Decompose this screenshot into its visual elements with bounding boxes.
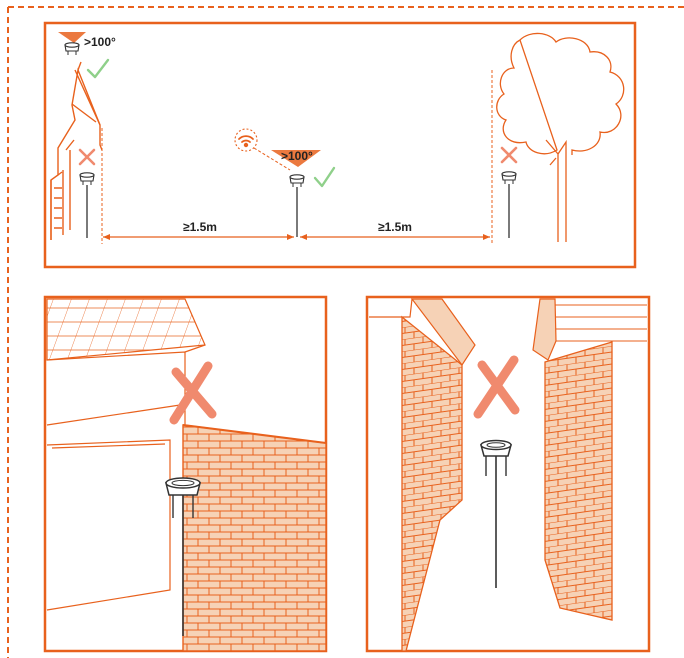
check-icon (86, 58, 110, 79)
post-near-tree (500, 146, 518, 238)
distance-left: ≥1.5m (103, 220, 294, 240)
roof-sensor: >100° (58, 32, 116, 79)
cross-icon (78, 148, 96, 166)
top-panel: >100° >100° (43, 21, 637, 269)
sensor-post (165, 477, 201, 636)
dashed-border (7, 6, 684, 658)
tree-illustration (491, 32, 625, 245)
post-center: >100° (234, 128, 336, 237)
cross-icon (500, 146, 518, 164)
cross-icon (473, 355, 520, 419)
cross-icon (169, 361, 217, 425)
distance-label-left: ≥1.5m (183, 220, 217, 234)
post-near-house (78, 128, 103, 244)
sensor-post (480, 439, 512, 588)
bottom-right-panel (365, 295, 651, 653)
bottom-left-panel (43, 295, 328, 653)
angle-label-center: >100° (281, 149, 313, 163)
check-icon (313, 166, 336, 188)
distance-label-right: ≥1.5m (378, 220, 412, 234)
angle-label-roof: >100° (84, 35, 116, 49)
distance-right: ≥1.5m (300, 220, 490, 240)
house-illustration (50, 61, 103, 240)
wifi-icon (238, 135, 254, 148)
